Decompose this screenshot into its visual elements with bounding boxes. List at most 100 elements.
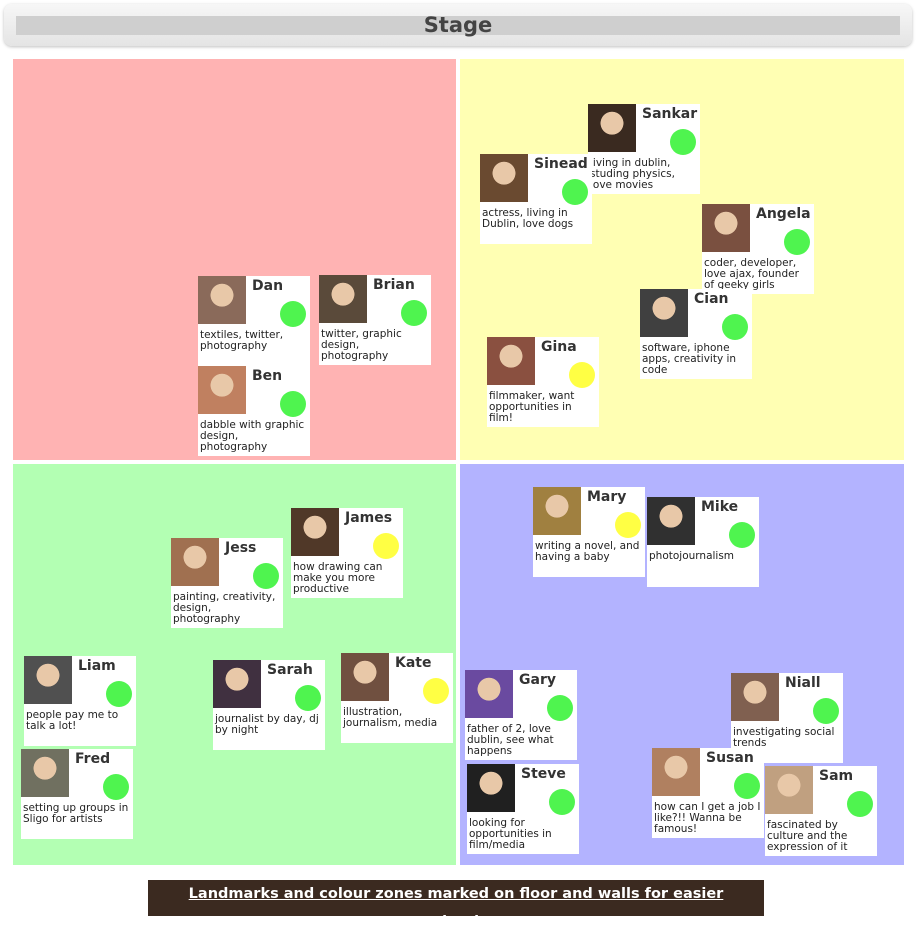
avatar [198, 276, 246, 324]
person-bio: fascinated by culture and the expression… [767, 819, 848, 853]
person-card: James how drawing can make you more produ… [291, 508, 403, 598]
footer-caption: Landmarks and colour zones marked on flo… [148, 880, 764, 930]
stage-banner: Stage [4, 4, 912, 46]
status-dot [106, 681, 132, 707]
avatar [652, 748, 700, 796]
person-bio: how drawing can make you more productive [293, 561, 383, 595]
status-dot [729, 522, 755, 548]
avatar [24, 656, 72, 704]
person-bio: journalist by day, dj by night [215, 713, 319, 736]
person-bio: father of 2, love dublin, see what happe… [467, 723, 554, 757]
avatar [171, 538, 219, 586]
person-name: Sarah [267, 662, 313, 678]
person-name: Gina [541, 339, 577, 355]
status-dot [401, 300, 427, 326]
person-name: Gary [519, 672, 556, 688]
person-card: Angela coder, developer, love ajax, found… [702, 204, 814, 294]
status-dot [569, 362, 595, 388]
person-card: Sinead actress, living in Dublin, love do… [480, 154, 592, 244]
person-name: James [345, 510, 393, 526]
avatar [487, 337, 535, 385]
person-name: Dan [252, 278, 284, 294]
person-name: Liam [78, 658, 116, 674]
avatar [467, 764, 515, 812]
status-dot [280, 391, 306, 417]
person-name: Sankar [642, 106, 698, 122]
person-bio: actress, living in Dublin, love dogs [482, 207, 574, 230]
person-bio: coder, developer, love ajax, founder of … [704, 257, 799, 291]
status-dot [547, 695, 573, 721]
avatar [765, 766, 813, 814]
person-name: Susan [706, 750, 754, 766]
person-bio: setting up groups in Sligo for artists [23, 802, 129, 825]
status-dot [373, 533, 399, 559]
status-dot [562, 179, 588, 205]
status-dot [295, 685, 321, 711]
person-bio: dabble with graphic design, photography [200, 419, 305, 453]
person-card: Sarah journalist by day, dj by night [213, 660, 325, 750]
person-card: Fred setting up groups in Sligo for artis… [21, 749, 133, 839]
person-card: Sam fascinated by culture and the express… [765, 766, 877, 856]
person-card: Ben dabble with graphic design, photograp… [198, 366, 310, 456]
status-dot [280, 301, 306, 327]
avatar [291, 508, 339, 556]
person-bio: software, iphone apps, creativity in cod… [642, 342, 737, 376]
person-name: Mike [701, 499, 739, 515]
person-name: Niall [785, 675, 821, 691]
avatar [731, 673, 779, 721]
avatar [198, 366, 246, 414]
avatar [533, 487, 581, 535]
avatar [647, 497, 695, 545]
person-card: Steve looking for opportunities in film/m… [467, 764, 579, 854]
status-dot [103, 774, 129, 800]
status-dot [784, 229, 810, 255]
avatar [702, 204, 750, 252]
avatar [588, 104, 636, 152]
person-name: Ben [252, 368, 283, 384]
person-card: Dan textiles, twitter, photography [198, 276, 310, 366]
person-name: Mary [587, 489, 627, 505]
person-bio: photojournalism [649, 550, 735, 562]
person-name: Fred [75, 751, 111, 767]
avatar [213, 660, 261, 708]
person-card: Gary father of 2, love dublin, see what h… [465, 670, 577, 760]
person-bio: twitter, graphic design, photography [321, 328, 402, 362]
person-name: Sinead [534, 156, 588, 172]
person-card: Liam people pay me to talk a lot! [24, 656, 136, 746]
person-name: Angela [756, 206, 811, 222]
stage-title: Stage [423, 13, 493, 37]
person-name: Sam [819, 768, 854, 784]
avatar [319, 275, 367, 323]
avatar [465, 670, 513, 718]
status-dot [847, 791, 873, 817]
status-dot [549, 789, 575, 815]
person-name: Steve [521, 766, 566, 782]
person-bio: textiles, twitter, photography [200, 329, 284, 352]
person-bio: writing a novel, and having a baby [535, 540, 640, 563]
status-dot [615, 512, 641, 538]
avatar [341, 653, 389, 701]
person-card: Mary writing a novel, and having a baby [533, 487, 645, 577]
person-card: Mike photojournalism [647, 497, 759, 587]
person-bio: how can I get a job I like?!! Wanna be f… [654, 801, 761, 835]
avatar [21, 749, 69, 797]
person-card: Gina filmmaker, want opportunities in fil… [487, 337, 599, 427]
avatar [640, 289, 688, 337]
person-bio: people pay me to talk a lot! [26, 709, 119, 732]
person-card: Susan how can I get a job I like?!! Wanna… [652, 748, 764, 838]
stage-bar [16, 16, 900, 35]
person-bio: investigating social trends [733, 726, 835, 749]
status-dot [734, 773, 760, 799]
status-dot [813, 698, 839, 724]
person-bio: painting, creativity, design, photograph… [173, 591, 276, 625]
status-dot [423, 678, 449, 704]
person-card: Sankar living in dublin, studing physics,… [588, 104, 700, 194]
person-bio: living in dublin, studing physics, love … [590, 157, 675, 191]
person-bio: looking for opportunities in film/media [469, 817, 552, 851]
person-name: Brian [373, 277, 415, 293]
status-dot [253, 563, 279, 589]
person-bio: filmmaker, want opportunities in film! [489, 390, 575, 424]
